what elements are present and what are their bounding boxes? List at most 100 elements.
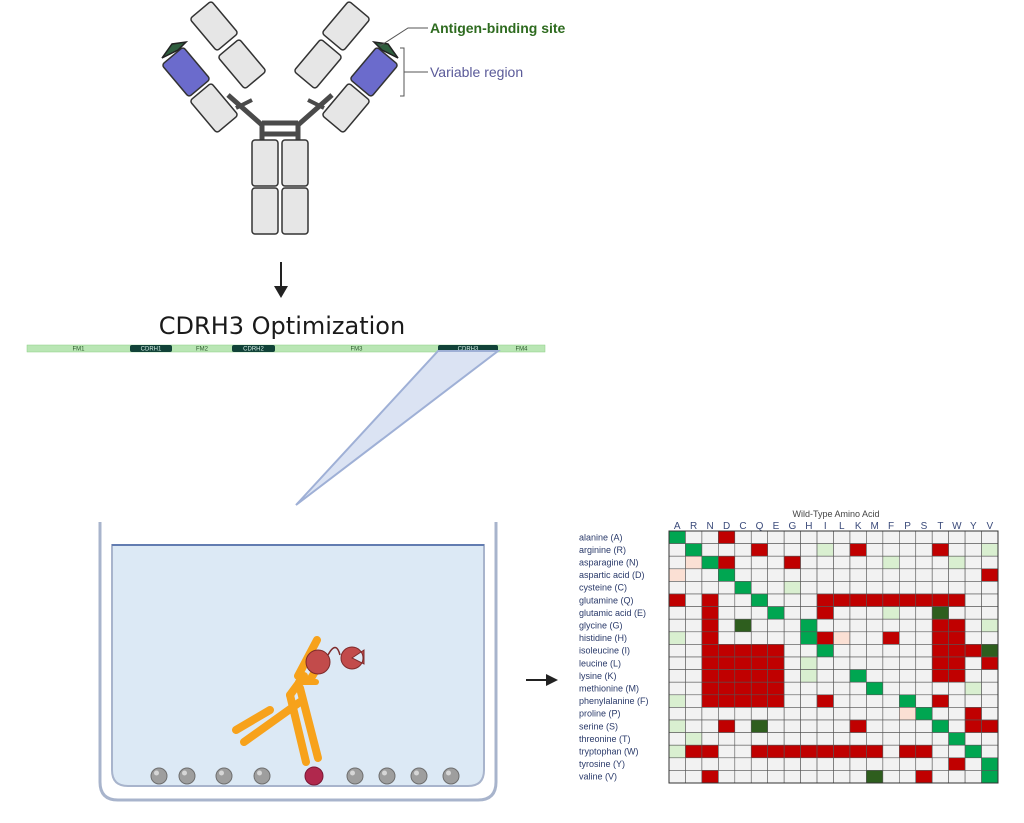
- segment-label-fm4: FM4: [516, 347, 529, 353]
- heatmap-cell: [816, 732, 834, 746]
- pacman-target: [340, 646, 365, 670]
- heatmap-cell: [833, 631, 851, 645]
- heatmap-cell: [882, 606, 900, 620]
- hinge: [226, 93, 334, 140]
- heatmap-cell: [783, 568, 801, 582]
- heatmap-cell: [866, 694, 884, 708]
- heatmap-cell: [734, 631, 752, 645]
- variable-domain-left: [162, 47, 210, 97]
- heatmap-cell: [750, 707, 769, 721]
- heatmap-cell: [750, 555, 769, 570]
- heatmap-cell: [800, 593, 818, 607]
- heatmap-cell: [750, 681, 769, 696]
- heatmap-cell: [668, 530, 686, 544]
- heatmap-cell: [849, 631, 867, 645]
- heatmap-cell: [882, 681, 900, 696]
- heatmap-cell: [981, 618, 999, 633]
- heatmap-cell: [718, 618, 736, 633]
- heatmap-row-label: tryptophan (W): [579, 747, 639, 757]
- heatmap-cell: [816, 694, 834, 708]
- heatmap-cell: [816, 669, 834, 683]
- heatmap-cell: [849, 681, 867, 696]
- heatmap-cell: [783, 618, 801, 633]
- heatmap-cell: [734, 644, 752, 658]
- heatmap-row-label: phenylalanine (F): [579, 696, 649, 706]
- heatmap-cell: [981, 581, 999, 595]
- heatmap-cell: [734, 732, 752, 746]
- heatmap-cell: [833, 606, 851, 620]
- heatmap-cell: [833, 555, 851, 570]
- heatmap-col-label: H: [805, 521, 812, 532]
- heatmap-cell: [849, 669, 867, 683]
- heatmap-cell: [816, 543, 834, 557]
- heatmap-cell: [800, 606, 818, 620]
- heatmap-cell: [981, 530, 999, 544]
- heatmap-cell: [898, 606, 917, 620]
- heatmap-row-label: methionine (M): [579, 684, 639, 694]
- heatmap-cell: [685, 694, 703, 708]
- heatmap-cell: [767, 656, 785, 670]
- heatmap-row-label: tyrosine (Y): [579, 759, 625, 769]
- heatmap-cell: [668, 669, 686, 683]
- heatmap-cell: [931, 757, 949, 771]
- heatmap-cell: [685, 770, 703, 784]
- heatmap-cell: [685, 681, 703, 696]
- heatmap-cell: [718, 568, 736, 582]
- heatmap-cell: [668, 681, 686, 696]
- heatmap-cell: [750, 530, 769, 544]
- arm-lower-left: [240, 698, 304, 746]
- heatmap-cell: [849, 707, 867, 721]
- heatmap-cell: [701, 618, 719, 633]
- heatmap-cell: [816, 555, 834, 570]
- heatmap-col-label: V: [986, 521, 993, 532]
- light-constant-domain-left: [190, 83, 238, 133]
- heatmap-cell: [833, 719, 851, 733]
- heatmap-cell: [948, 543, 966, 557]
- heatmap-cell: [833, 581, 851, 595]
- heatmap-cell: [734, 694, 752, 708]
- heatmap-cell: [882, 555, 900, 570]
- heatmap-cell: [964, 694, 982, 708]
- heatmap-cell: [948, 757, 966, 771]
- heatmap-cell: [849, 656, 867, 670]
- heatmap-cell: [931, 656, 949, 670]
- heatmap-cell: [981, 694, 999, 708]
- heatmap-cell: [734, 543, 752, 557]
- heatmap-cell: [833, 744, 851, 759]
- heatmap-cell: [718, 543, 736, 557]
- heatmap-cell: [668, 606, 686, 620]
- heatmap-cell: [718, 770, 736, 784]
- heatmap-cell: [948, 631, 966, 645]
- heatmap-cell: [783, 694, 801, 708]
- heatmap-cell: [750, 669, 769, 683]
- heatmap-cell: [981, 744, 999, 759]
- assay-well: [98, 522, 498, 802]
- heatmap-row-label: asparagine (N): [579, 558, 639, 568]
- heatmap-cell: [915, 669, 933, 683]
- heatmap-cell: [767, 669, 785, 683]
- heatmap-cell: [750, 618, 769, 633]
- heatmap-cell: [800, 744, 818, 759]
- heatmap-col-label: E: [773, 521, 780, 532]
- heatmap-cell: [734, 555, 752, 570]
- heatmap-cell: [898, 669, 917, 683]
- right-arm: [294, 1, 399, 133]
- heatmap-cell: [767, 543, 785, 557]
- heatmap-cell: [882, 618, 900, 633]
- heatmap-cell: [668, 707, 686, 721]
- heatmap-cell: [800, 581, 818, 595]
- heatmap-cell: [866, 644, 884, 658]
- heatmap-cell: [849, 530, 867, 544]
- heatmap-cell: [849, 581, 867, 595]
- heatmap-row-label: proline (P): [579, 709, 621, 719]
- heatmap-cell: [898, 719, 917, 733]
- heatmap-cell: [701, 744, 719, 759]
- heatmap-row-label: cysteine (C): [579, 583, 627, 593]
- heatmap-cell: [701, 631, 719, 645]
- heatmap-cell: [750, 732, 769, 746]
- heatmap-cell: [767, 568, 785, 582]
- heatmap-cell: [718, 669, 736, 683]
- heatmap-cell: [701, 732, 719, 746]
